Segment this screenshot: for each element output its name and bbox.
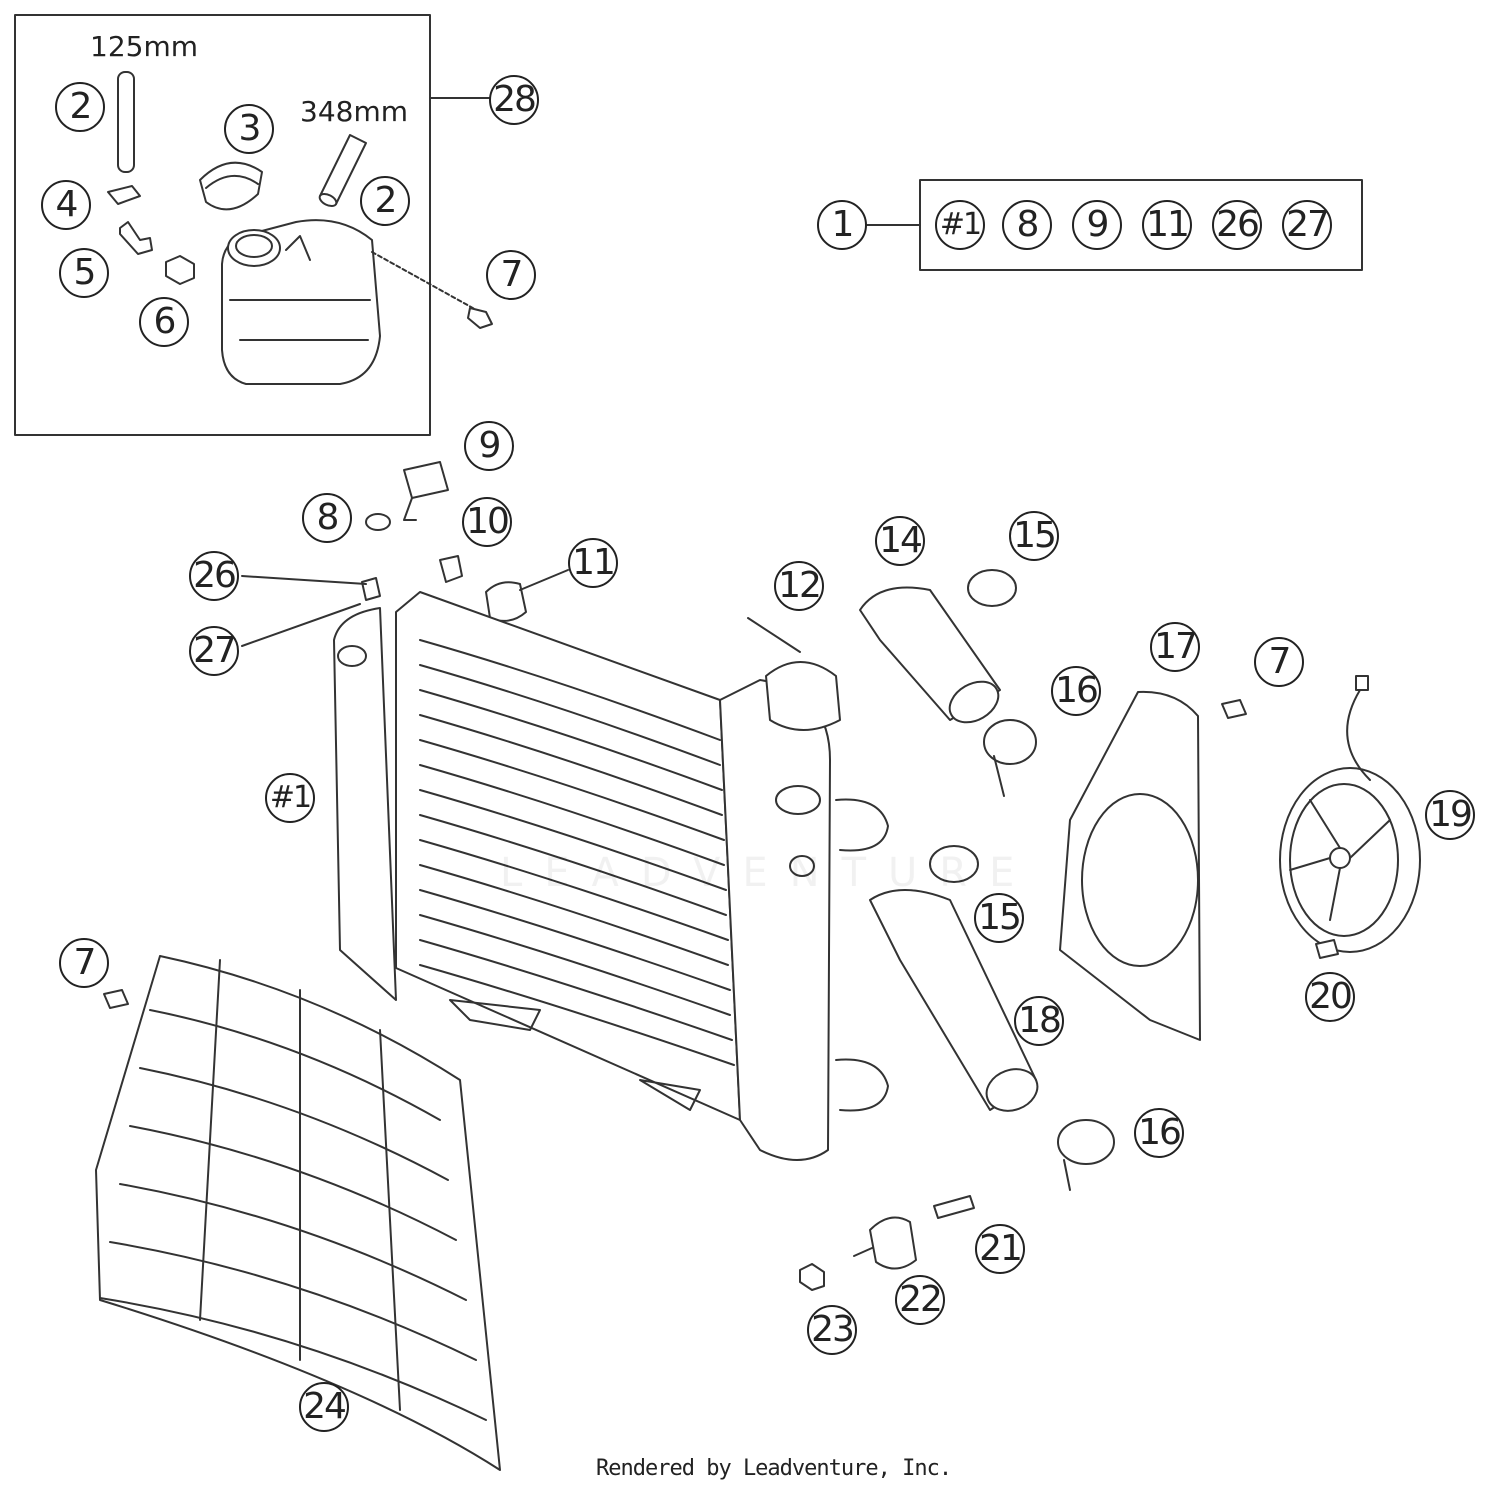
fan-shroud <box>1059 690 1201 1041</box>
upper-hose <box>859 586 1001 724</box>
cooling-fan <box>1279 675 1421 953</box>
fitting-part <box>119 221 153 255</box>
tank-cap <box>199 161 263 211</box>
callout-17: 17 <box>1150 622 1200 672</box>
callout-14: 14 <box>875 516 925 566</box>
callout-9: 9 <box>464 421 514 471</box>
screw-fan <box>1315 939 1339 959</box>
radiator <box>333 591 889 1161</box>
callout-15: 15 <box>1009 511 1059 561</box>
callout-7: 7 <box>486 250 536 300</box>
callout-21: 21 <box>975 1224 1025 1274</box>
callout-20: 20 <box>1305 972 1355 1022</box>
callout-7: 7 <box>1254 637 1304 687</box>
callout-1: 1 <box>817 200 867 250</box>
tank-inset-box <box>14 14 431 436</box>
callout-12: 12 <box>774 561 824 611</box>
hose-clamp-16b <box>1057 1119 1115 1191</box>
kit-item-9: 9 <box>1072 200 1122 250</box>
callout-28: 28 <box>489 75 539 125</box>
expansion-tank <box>221 219 381 385</box>
callout-24: 24 <box>299 1382 349 1432</box>
hose-clamp-15a <box>967 569 1017 607</box>
callout-16: 16 <box>1051 666 1101 716</box>
callout-15: 15 <box>974 893 1024 943</box>
callout-23: 23 <box>807 1305 857 1355</box>
screw-tank <box>467 307 493 329</box>
credit-text: Rendered by Leadventure, Inc. <box>596 1456 952 1481</box>
callout-8: 8 <box>302 493 352 543</box>
callout-radiator: #1 <box>265 773 315 823</box>
kit-item-radiator: #1 <box>935 200 985 250</box>
callout-11: 11 <box>568 538 618 588</box>
screw-grille <box>103 989 129 1009</box>
mounting-lug <box>485 581 527 622</box>
dimension-125mm: 125mm <box>90 30 198 63</box>
screw-shroud <box>1221 699 1247 719</box>
radiator-grille <box>95 955 501 1471</box>
callout-16: 16 <box>1134 1108 1184 1158</box>
clamp-part <box>107 185 141 205</box>
rubber-mount <box>853 1216 917 1270</box>
callout-4: 4 <box>41 180 91 230</box>
callout-2: 2 <box>55 82 105 132</box>
callout-22: 22 <box>895 1275 945 1325</box>
temperature-sensor <box>403 461 449 521</box>
leader-7-tank <box>371 251 481 313</box>
lower-hose <box>869 889 1039 1112</box>
hose-348mm <box>318 134 367 208</box>
kit-item-8: 8 <box>1002 200 1052 250</box>
hose-clamp-16a <box>983 719 1037 797</box>
dimension-348mm: 348mm <box>300 95 408 128</box>
callout-7: 7 <box>59 938 109 988</box>
callout-3: 3 <box>224 104 274 154</box>
callout-10: 10 <box>462 497 512 547</box>
nut-part <box>165 255 195 285</box>
callout-18: 18 <box>1014 996 1064 1046</box>
leader-26 <box>241 575 367 585</box>
callout-26: 26 <box>189 551 239 601</box>
radiator-cap <box>747 617 841 731</box>
hose-clamp-15b <box>929 845 979 883</box>
mount-nut <box>799 1263 825 1291</box>
leader-27 <box>241 603 361 647</box>
hose-125mm <box>117 71 135 173</box>
kit-item-26: 26 <box>1212 200 1262 250</box>
callout-19: 19 <box>1425 790 1475 840</box>
callout-5: 5 <box>59 248 109 298</box>
bleed-screw <box>439 555 463 583</box>
callout-27: 27 <box>189 626 239 676</box>
mount-screw <box>933 1195 975 1219</box>
kit-item-11: 11 <box>1142 200 1192 250</box>
callout-6: 6 <box>139 297 189 347</box>
watermark: LEADVENTURE <box>500 850 1037 896</box>
callout-2: 2 <box>360 176 410 226</box>
o-ring <box>365 513 391 531</box>
leader-11 <box>519 569 569 591</box>
kit-item-27: 27 <box>1282 200 1332 250</box>
